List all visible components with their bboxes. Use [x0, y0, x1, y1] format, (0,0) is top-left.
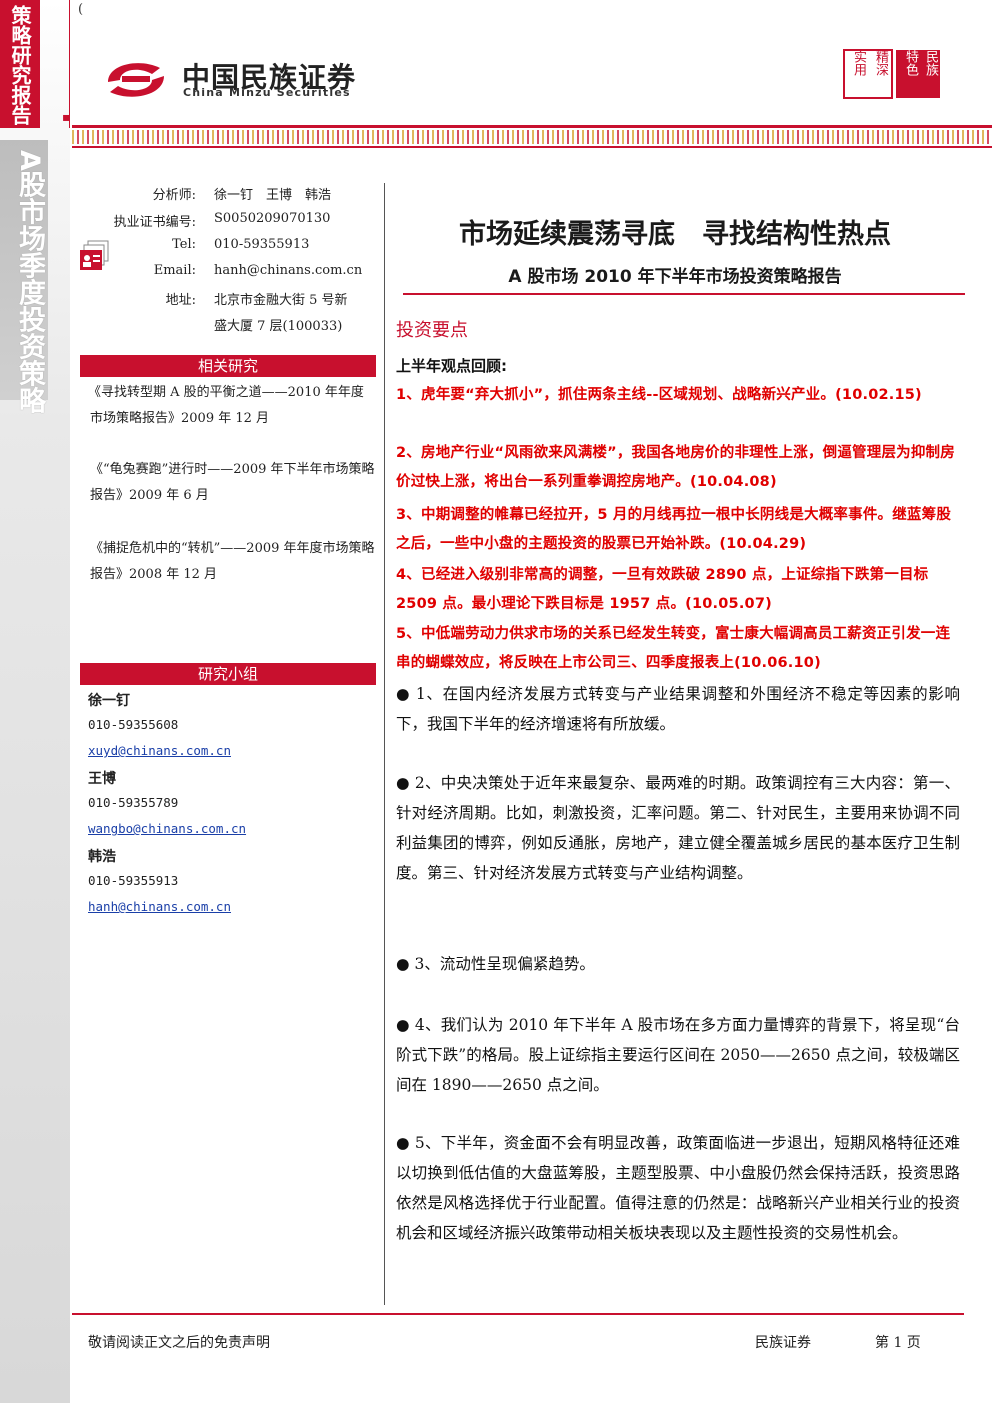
research-team-header: 研究小组	[80, 663, 376, 685]
footer-page-number: 第 1 页	[875, 1335, 921, 1351]
strategy-bullet-1: ● 1、在国内经济发展方式转变与产业结果调整和外围经济不稳定等因素的影响下，我国…	[396, 685, 960, 733]
review-point-3: 3、中期调整的帷幕已经拉开，5 月的月线再拉一根中长阴线是大概率事件。继蓝筹股之…	[396, 507, 952, 552]
related-research-item-2: 《“龟兔赛跑”进行时——2009 年下半年市场策略报告》2009 年 6 月	[90, 462, 375, 503]
seal-frame-icon	[843, 49, 940, 99]
strategy-bullet-3: ● 3、流动性呈现偏紧趋势。	[396, 955, 595, 973]
review-point-5: 5、中低端劳动力供求市场的关系已经发生转变，富士康大幅调高员工薪资正引发一连串的…	[396, 626, 951, 671]
related-research-header: 相关研究	[80, 355, 376, 377]
related-research-item-1: 《寻找转型期 A 股的平衡之道——2010 年年度市场策略报告》2009 年 1…	[88, 385, 364, 426]
analyst-label: 分析师:	[152, 188, 196, 203]
address-label: 地址:	[165, 293, 196, 308]
email-value[interactable]: hanh@chinans.com.cn	[214, 263, 363, 278]
email-label: Email:	[153, 263, 196, 278]
team-member-2-email[interactable]: wangbo@chinans.com.cn	[88, 821, 247, 836]
review-point-2: 2、房地产行业“风雨欲来风满楼”，我国各地房价的非理性上涨，倒逼管理层为抑制房价…	[396, 445, 955, 490]
tel-label: Tel:	[172, 237, 196, 252]
strategy-bullet-2: ● 2、中央决策处于近年来最复杂、最两难的时期。政策调控有三大内容：第一、针对经…	[396, 774, 960, 882]
cert-number: S0050209070130	[214, 211, 331, 226]
report-title: 市场延续震荡寻底 寻找结构性热点	[459, 219, 891, 250]
related-research-item-3: 《捕捉危机中的“转机”——2009 年年度市场策略报告》2008 年 12 月	[90, 541, 375, 582]
footer-company: 民族证券	[755, 1335, 811, 1351]
report-subtitle: A 股市场 2010 年下半年市场投资策略报告	[508, 267, 842, 287]
analyst-names: 徐一钉 王博 韩浩	[214, 188, 332, 203]
key-points-heading: 投资要点	[396, 320, 468, 341]
team-member-3-email[interactable]: hanh@chinans.com.cn	[88, 899, 231, 914]
contact-card-icon	[80, 240, 109, 270]
team-member-2-tel: 010-59355789	[88, 795, 179, 810]
review-point-1: 1、虎年要“弃大抓小”，抓住两条主线--区域规划、战略新兴产业。(10.02.1…	[396, 387, 922, 403]
report-type-tag: 策略研究报告	[0, 0, 40, 128]
seal-text-2: 精深	[873, 50, 888, 76]
address-line-1: 北京市金融大街 5 号新	[214, 293, 348, 308]
tel-value: 010-59355913	[214, 237, 310, 252]
footer-disclaimer: 敬请阅读正文之后的免责声明	[88, 1335, 270, 1351]
seal-stamp: 实用 精深 特色 民族	[842, 48, 942, 100]
header-red-line	[69, 0, 70, 128]
strategy-bullet-4: ● 4、我们认为 2010 年下半年 A 股市场在多方面力量博弈的背景下，将呈现…	[396, 1016, 960, 1094]
company-logo-icon	[108, 63, 164, 97]
header-dot: ▪	[62, 110, 71, 124]
title-underline	[403, 293, 965, 295]
team-member-1-email[interactable]: xuyd@chinans.com.cn	[88, 743, 231, 758]
footer-rule	[72, 1313, 964, 1315]
team-member-1-tel: 010-59355608	[88, 717, 179, 732]
seal-text-4: 民族	[923, 50, 938, 76]
decorative-band-top	[72, 125, 992, 128]
column-divider	[384, 183, 385, 1305]
team-member-3-tel: 010-59355913	[88, 873, 179, 888]
logo-english-name: China Minzu Securities	[183, 86, 351, 99]
team-member-2-name: 王博	[88, 771, 116, 787]
address-line-2: 盛大厦 7 层(100033)	[214, 319, 343, 334]
seal-text-3: 特色	[903, 50, 918, 76]
decorative-band-bottom	[72, 146, 992, 148]
team-member-3-name: 韩浩	[88, 849, 116, 865]
cert-label: 执业证书编号:	[113, 215, 196, 230]
logo-chinese-name: 中国民族证券	[182, 61, 357, 94]
strategy-bullet-5: ● 5、下半年，资金面不会有明显改善，政策面临进一步退出，短期风格特征还难以切换…	[396, 1134, 960, 1242]
team-member-1-name: 徐一钉	[88, 693, 130, 709]
review-point-4: 4、已经进入级别非常高的调整，一旦有效跌破 2890 点，上证综指下跌第一目标 …	[396, 567, 929, 612]
decorative-band	[72, 130, 992, 144]
seal-text-1: 实用	[851, 50, 866, 76]
review-heading: 上半年观点回顾:	[396, 357, 507, 375]
side-subtitle-background	[0, 140, 48, 400]
side-subtitle: A股市场季度投资策略	[14, 150, 45, 414]
top-mark: (	[78, 2, 84, 17]
